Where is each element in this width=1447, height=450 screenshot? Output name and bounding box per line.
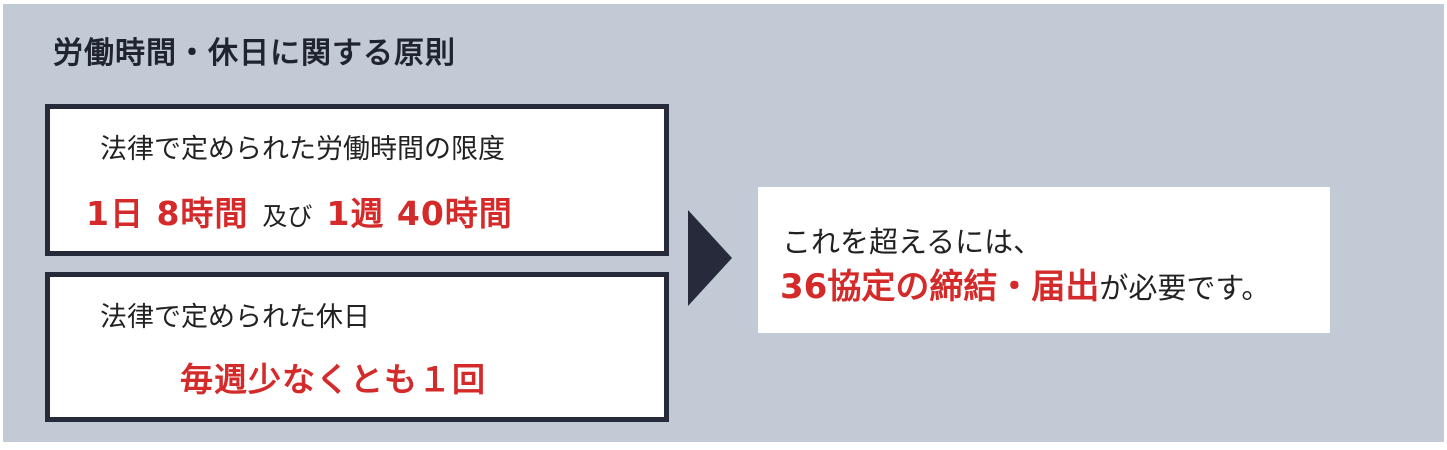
- result-highlight: 36協定の締結・届出: [780, 267, 1100, 307]
- rule-joiner: 及び: [262, 202, 313, 231]
- holidays-box: 法律で定められた休日 毎週少なくとも１回: [45, 272, 669, 422]
- right-arrow-shape: [688, 210, 732, 306]
- weekly-limit: 1週 40時間: [326, 194, 513, 233]
- holidays-label: 法律で定められた休日: [100, 302, 370, 333]
- working-hours-rule: 1日 8時間及び 1週 40時間: [86, 187, 513, 235]
- result-line1: これを超えるには、: [782, 225, 1043, 259]
- daily-limit: 1日 8時間: [86, 194, 249, 233]
- result-box: これを超えるには、 36協定の締結・届出が必要です。: [758, 187, 1330, 333]
- holidays-rule: 毎週少なくとも１回: [180, 360, 486, 399]
- result-suffix: が必要です。: [1099, 271, 1271, 305]
- working-hours-box: 法律で定められた労働時間の限度 1日 8時間及び 1週 40時間: [45, 104, 669, 256]
- result-line2: 36協定の締結・届出が必要です。: [780, 259, 1270, 308]
- panel-title: 労働時間・休日に関する原則: [53, 36, 456, 71]
- right-arrow-icon: [688, 210, 732, 306]
- working-hours-label: 法律で定められた労働時間の限度: [100, 134, 505, 165]
